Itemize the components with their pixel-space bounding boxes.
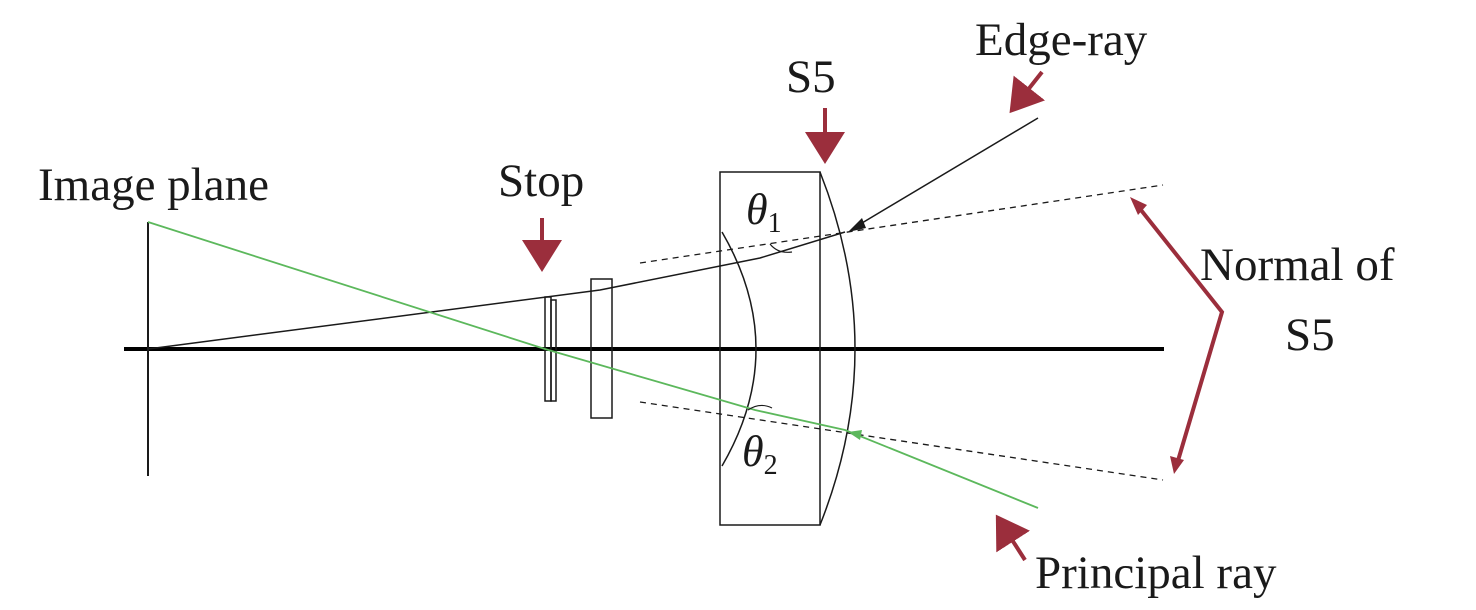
theta2-subscript: 2 (764, 450, 778, 481)
normal-line-lower (639, 401, 1164, 481)
arrow-normal-upper-head (1130, 197, 1147, 215)
theta2-arc (747, 404, 773, 411)
principal-ray-arrowhead (848, 430, 862, 440)
arrow-normal-lower-head (1170, 456, 1184, 474)
s5-label: S5 (786, 51, 836, 103)
theta1-arc (769, 243, 793, 253)
edge-ray (147, 231, 846, 350)
arrow-principal-ray (995, 514, 1030, 562)
edge-ray-incoming (856, 117, 1039, 227)
normal-label-line1: Normal of (1200, 239, 1395, 291)
theta1-subscript: 1 (768, 208, 782, 239)
image-plane-label: Image plane (38, 159, 269, 211)
edge-ray-arrowhead (848, 218, 866, 232)
principal-ray-label: Principal ray (1035, 547, 1277, 599)
theta2-symbol: θ (742, 427, 764, 476)
edge-ray-label: Edge-ray (975, 14, 1148, 66)
theta1-symbol: θ (746, 185, 768, 234)
arrow-edge-ray (1009, 70, 1046, 114)
stop-label: Stop (498, 155, 584, 207)
principal-ray (147, 221, 1039, 509)
surface-s5 (819, 171, 856, 526)
lens-element-large (719, 171, 821, 526)
normal-label-line2: S5 (1285, 309, 1335, 361)
theta2-label: θ2 (742, 427, 778, 481)
lens-element-small (590, 278, 613, 419)
arrow-normal-bracket (1135, 203, 1225, 465)
theta1-label: θ1 (746, 185, 782, 239)
normal-line-upper (639, 184, 1164, 264)
